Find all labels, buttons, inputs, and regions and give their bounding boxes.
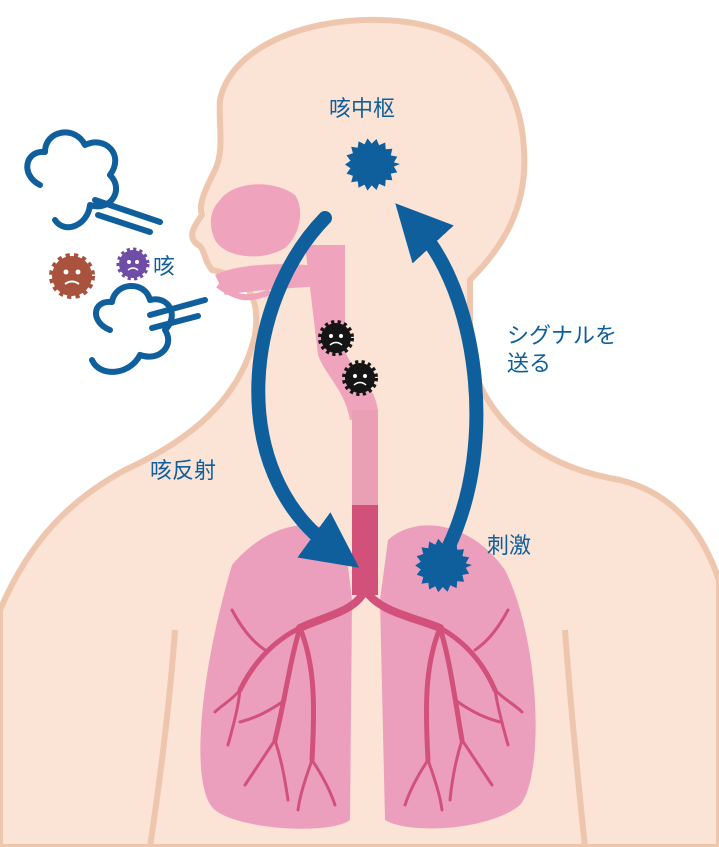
virus-icon-brown	[52, 256, 92, 296]
signal-label-line2: 送る	[507, 351, 617, 379]
cough-center-label: 咳中枢	[329, 96, 395, 124]
cough-label: 咳	[153, 254, 175, 282]
trachea-lower	[352, 505, 378, 595]
cough-cloud-icon	[27, 132, 160, 232]
trachea-upper	[352, 410, 378, 510]
signal-label: シグナルを 送る	[507, 323, 617, 379]
virus-icon-purple	[119, 250, 147, 278]
cough-reflex-label: 咳反射	[150, 458, 216, 486]
signal-label-line1: シグナルを	[507, 323, 617, 351]
virus-icon-black-1	[321, 323, 351, 353]
cough-cloud-icon-2	[92, 286, 205, 372]
virus-icon-black-2	[345, 363, 375, 393]
stimulus-label: 刺激	[487, 533, 531, 561]
